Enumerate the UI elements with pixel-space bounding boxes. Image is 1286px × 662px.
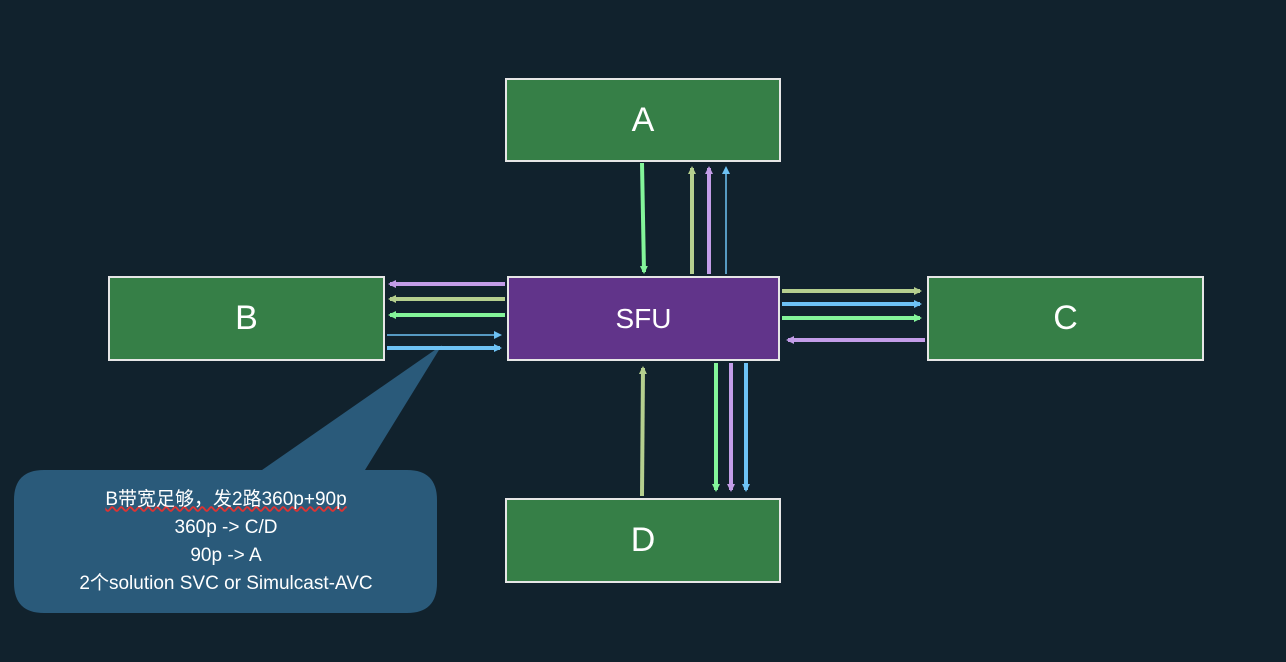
node-d: D xyxy=(505,498,781,583)
node-sfu: SFU xyxy=(507,276,780,361)
node-b-label: B xyxy=(235,299,258,337)
callout-line-4: 2个solution SVC or Simulcast-AVC xyxy=(79,572,373,594)
node-d-label: D xyxy=(630,521,656,559)
node-c: C xyxy=(927,276,1204,361)
node-sfu-label: SFU xyxy=(615,302,672,334)
callout-text: B带宽足够，发2路360p+90p 360p -> C/D 90p -> A 2… xyxy=(15,470,437,613)
node-c-label: C xyxy=(1053,299,1078,337)
callout-line-2: 360p -> C/D xyxy=(174,516,278,538)
node-a-label: A xyxy=(631,100,655,139)
node-a: A xyxy=(505,78,781,162)
arrow-d-to-sfu-olive xyxy=(638,366,647,497)
callout-line-1: B带宽足够，发2路360p+90p xyxy=(105,488,347,510)
node-b: B xyxy=(108,276,385,361)
callout-line-3: 90p -> A xyxy=(190,544,262,566)
callout-shape xyxy=(14,345,442,613)
arrow-a-to-sfu-green xyxy=(639,162,648,274)
